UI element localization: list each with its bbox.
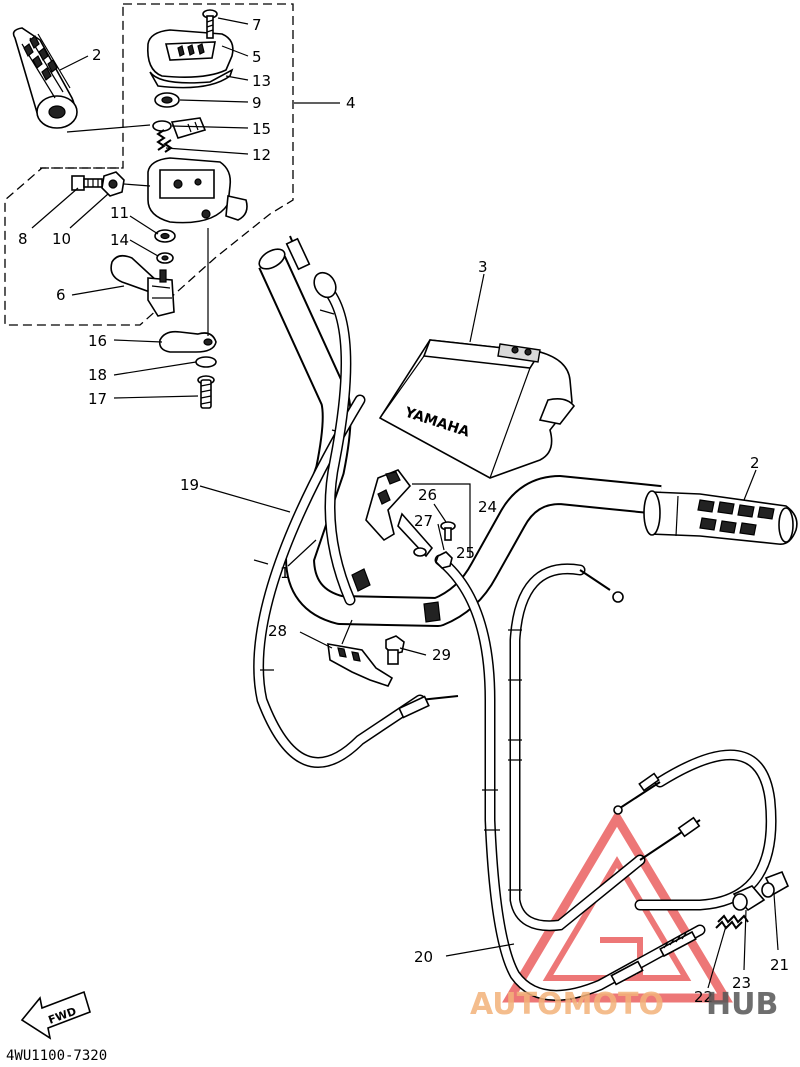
throttle-cover (146, 29, 234, 89)
callout-28: 28 (268, 622, 287, 640)
callout-24: 24 (478, 498, 497, 516)
handlebar-cover-3: YAMAHA (378, 339, 576, 479)
callout-12: 12 (252, 146, 271, 164)
bolt-29 (385, 635, 405, 665)
callout-11: 11 (110, 204, 129, 222)
lever-15 (152, 117, 207, 139)
left-grip (12, 27, 78, 129)
callout-27: 27 (414, 512, 433, 530)
callout-2-right: 2 (750, 454, 760, 472)
adjuster-21 (761, 870, 790, 898)
callout-18: 18 (88, 366, 107, 384)
bracket-16 (158, 330, 217, 353)
bracket-line-24 (412, 483, 471, 558)
leader-left-grip-fit (66, 124, 151, 133)
callout-22: 22 (694, 988, 713, 1006)
nut-10 (101, 171, 125, 197)
leader-lines (31, 17, 779, 989)
fwd-arrow-icon: FWD (20, 990, 91, 1040)
callout-13: 13 (252, 72, 271, 90)
callout-10: 10 (52, 230, 71, 248)
callout-25: 25 (456, 544, 475, 562)
callout-1: 1 (280, 564, 290, 582)
nut-25 (435, 551, 453, 569)
callout-4: 4 (346, 94, 356, 112)
callout-15: 15 (252, 120, 271, 138)
callout-labels: 1 2 2 3 4 5 6 7 8 9 10 11 12 13 14 15 16… (18, 16, 789, 1006)
washer-14 (156, 252, 174, 264)
callout-2-left: 2 (92, 46, 102, 64)
washer-9 (154, 92, 180, 108)
diagram-code: 4WU1100-7320 (6, 1048, 107, 1064)
bolt-17 (197, 375, 215, 409)
callout-8: 8 (18, 230, 28, 248)
callout-7: 7 (252, 16, 262, 34)
callout-16: 16 (88, 332, 107, 350)
sleeve-23 (732, 885, 766, 912)
cable-20 (434, 554, 706, 1001)
callout-19: 19 (180, 476, 199, 494)
cable-from-housing (285, 235, 356, 606)
washer-11 (154, 229, 176, 243)
callout-3: 3 (478, 258, 488, 276)
throttle-housing (147, 157, 248, 224)
cable-right-loop (508, 563, 701, 932)
callout-14: 14 (110, 231, 129, 249)
watermark-text-hub: HUB (706, 987, 778, 1022)
screw-27 (440, 521, 456, 541)
washer-18 (195, 356, 217, 368)
throttle-cable-19 (253, 394, 459, 768)
clamp-28 (327, 619, 394, 687)
callout-29: 29 (432, 646, 451, 664)
callout-5: 5 (252, 48, 262, 66)
bolt-8 (71, 175, 103, 191)
right-grip (643, 490, 798, 546)
watermark-text-main: AUTOMOTO (470, 987, 664, 1022)
callout-26: 26 (418, 486, 437, 504)
callout-20: 20 (414, 948, 433, 966)
callout-9: 9 (252, 94, 262, 112)
callout-23: 23 (732, 974, 751, 992)
callout-17: 17 (88, 390, 107, 408)
spring-22 (715, 914, 749, 930)
callout-6: 6 (56, 286, 66, 304)
screw-7 (202, 9, 218, 39)
spring-12 (156, 129, 173, 153)
leader-nut-fit (123, 183, 151, 187)
switch-holder-24 (365, 469, 434, 558)
throttle-lever-6 (110, 254, 175, 317)
callout-21: 21 (770, 956, 789, 974)
